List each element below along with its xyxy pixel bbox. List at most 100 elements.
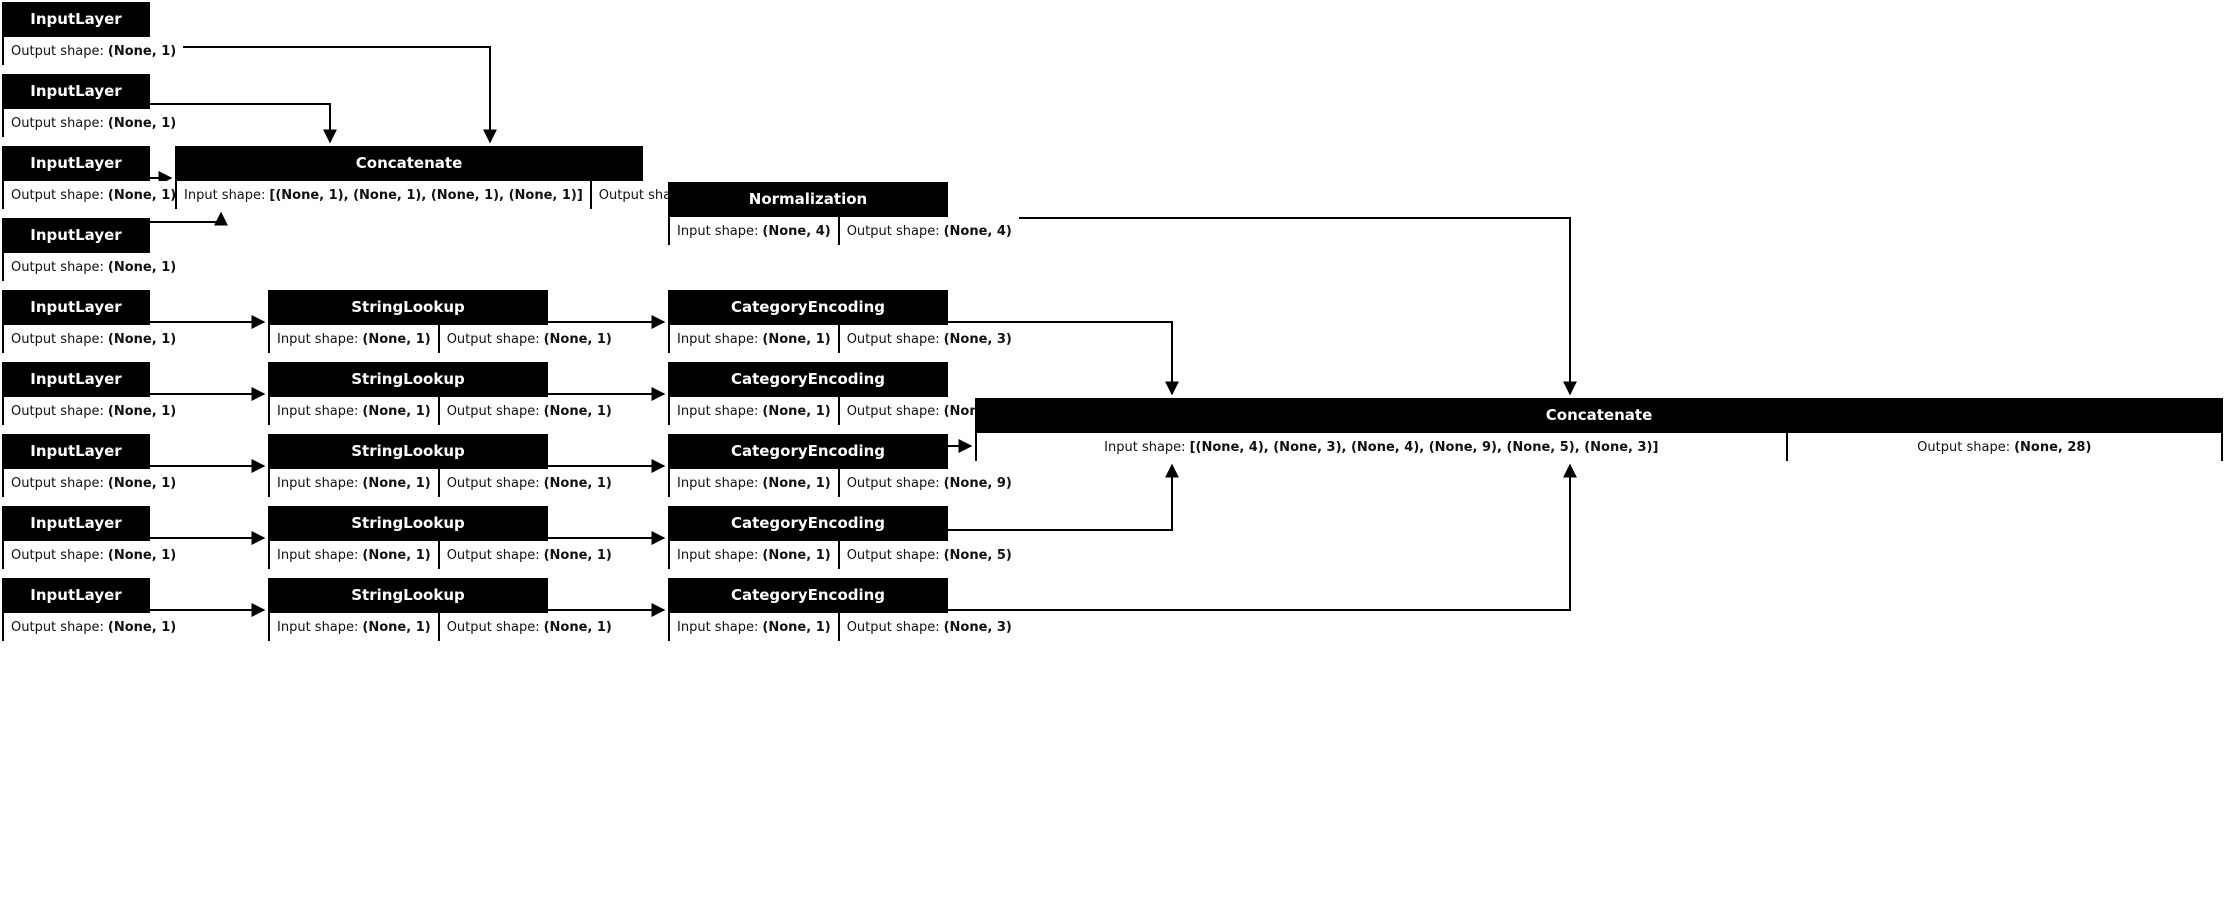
node-title: StringLookup <box>270 508 546 539</box>
output-shape-label: Output shape: <box>11 187 104 203</box>
node-shape-row: Input shape:(None, 1)Output shape:(None,… <box>270 539 619 569</box>
node-shape-row: Output shape:(None, 1) <box>4 611 184 641</box>
output-shape-value: (None, 1) <box>107 115 177 131</box>
output-shape-value: (None, 1) <box>543 547 612 563</box>
node-shape-row: Input shape:(None, 4) Output shape:(None,… <box>670 215 1019 245</box>
node-title: Concatenate <box>177 148 641 179</box>
input-shape-value: (None, 1) <box>762 619 831 635</box>
output-shape: Output shape:(None, 9) <box>837 469 1019 497</box>
input-shape: Input shape:(None, 1) <box>670 469 838 497</box>
output-shape: Output shape:(None, 1) <box>4 109 184 137</box>
node-title: CategoryEncoding <box>670 292 946 323</box>
input-shape: Input shape:(None, 1) <box>270 541 438 569</box>
node-shape-row: Input shape:(None, 1)Output shape:(None,… <box>670 611 1019 641</box>
output-shape-label: Output shape: <box>11 43 104 59</box>
node-shape-row: Input shape:(None, 1)Output shape:(None,… <box>670 467 1019 497</box>
node-title: CategoryEncoding <box>670 436 946 467</box>
input-shape-value: (None, 4) <box>762 223 831 239</box>
input-shape-label: Input shape: <box>677 403 759 419</box>
input-shape-label: Input shape: <box>277 403 359 419</box>
node-title: InputLayer <box>4 76 148 107</box>
input-shape-value: (None, 1) <box>362 619 431 635</box>
output-shape-label: Output shape: <box>11 115 104 131</box>
input-shape-label: Input shape: <box>184 187 266 203</box>
output-shape: Output shape:(None, 4) <box>837 217 1019 245</box>
output-shape-value: (None, 1) <box>543 475 612 491</box>
output-shape: Output shape:(None, 28) <box>1785 433 2221 461</box>
output-shape: Output shape:(None, 5) <box>837 541 1019 569</box>
input-shape-value: (None, 1) <box>762 547 831 563</box>
input-shape-label: Input shape: <box>277 331 359 347</box>
input-shape-value: [(None, 1), (None, 1), (None, 1), (None,… <box>269 187 583 203</box>
node-shape-row: Input shape:(None, 1)Output shape:(None,… <box>670 323 1019 353</box>
output-shape: Output shape:(None, 1) <box>4 325 184 353</box>
node-title: CategoryEncoding <box>670 508 946 539</box>
input-shape-value: (None, 1) <box>762 475 831 491</box>
input-shape-value: (None, 1) <box>362 331 431 347</box>
output-shape-value: (None, 1) <box>107 43 177 59</box>
output-shape-label: Output shape: <box>11 259 104 275</box>
node-title: InputLayer <box>4 364 148 395</box>
output-shape-value: (None, 5) <box>943 547 1012 563</box>
node-title: StringLookup <box>270 580 546 611</box>
node-shape-row: Output shape:(None, 1) <box>4 323 184 353</box>
output-shape-label: Output shape: <box>11 547 104 563</box>
output-shape-value: (None, 1) <box>107 259 177 275</box>
node-shape-row: Input shape:[(None, 1), (None, 1), (None… <box>177 179 771 209</box>
output-shape: Output shape:(None, 1) <box>4 469 184 497</box>
node-title: InputLayer <box>4 292 148 323</box>
edge-in4-to-cat1 <box>150 211 228 226</box>
input-shape-label: Input shape: <box>677 475 759 491</box>
input-shape-label: Input shape: <box>677 547 759 563</box>
input-shape: Input shape:(None, 1) <box>670 397 838 425</box>
output-shape-value: (None, 1) <box>543 331 612 347</box>
node-shape-row: Input shape:(None, 1)Output shape:(None,… <box>270 611 619 641</box>
node-title: CategoryEncoding <box>670 580 946 611</box>
node-shape-row: Output shape:(None, 1) <box>4 539 184 569</box>
output-shape-label: Output shape: <box>11 475 104 491</box>
output-shape-label: Output shape: <box>11 331 104 347</box>
node-shape-row: Output shape:(None, 1) <box>4 467 184 497</box>
input-shape: Input shape:(None, 1) <box>270 397 438 425</box>
node-shape-row: Output shape:(None, 1) <box>4 35 184 65</box>
output-shape-value: (None, 1) <box>107 187 177 203</box>
edge-norm-to-cat2 <box>948 217 1577 396</box>
input-shape: Input shape:[(None, 4), (None, 3), (None… <box>977 433 1786 461</box>
output-shape: Output shape:(None, 1) <box>437 397 619 425</box>
input-shape-label: Input shape: <box>677 223 759 239</box>
output-shape: Output shape:(None, 1) <box>4 613 184 641</box>
output-shape-value: (None, 28) <box>2014 439 2092 455</box>
input-shape: Input shape:(None, 1) <box>270 613 438 641</box>
node-shape-row: Input shape:(None, 1) Output shape:(None,… <box>670 539 1019 569</box>
output-shape-label: Output shape: <box>446 331 540 347</box>
input-shape-label: Input shape: <box>277 475 359 491</box>
output-shape-value: (None, 9) <box>943 475 1012 491</box>
node-title: InputLayer <box>4 4 148 35</box>
node-shape-row: Output shape:(None, 1) <box>4 107 184 137</box>
edge-in1-to-cat1 <box>150 46 497 144</box>
output-shape-value: (None, 1) <box>107 331 177 347</box>
output-shape-value: (None, 1) <box>543 403 612 419</box>
